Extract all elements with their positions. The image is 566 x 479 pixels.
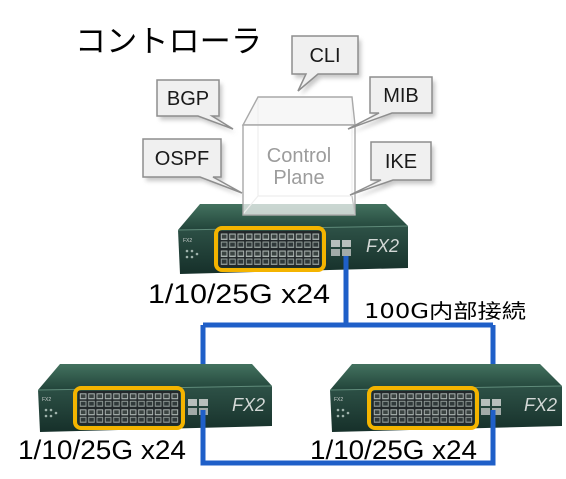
link-stubs (200, 256, 496, 434)
switch-model: FX2 (232, 395, 265, 415)
port-highlight (367, 386, 479, 430)
controller-title: コントローラ (75, 24, 262, 60)
switch-top-surface (330, 364, 562, 390)
callout-cli: CLI (291, 35, 361, 95)
callout-mib: MIB (347, 76, 435, 133)
port-highlight (214, 226, 326, 272)
switch-bottom-left: FX2 FX2 (37, 364, 273, 432)
port-grid (373, 392, 473, 424)
callout-cli-label: CLI (309, 45, 340, 67)
status-leds (336, 408, 350, 418)
control-plane-label-line1: Control (267, 145, 331, 167)
callout-bgp-label: BGP (167, 88, 209, 110)
control-plane-label-line2: Plane (273, 167, 324, 189)
switch-model-small: FX2 (334, 397, 343, 403)
uplink-ports (481, 399, 501, 415)
switch-model-small: FX2 (42, 397, 51, 403)
port-grid (220, 232, 320, 266)
switch-bottom-right: FX2 FX2 (329, 364, 563, 432)
switch-top: FX2 FX2 (177, 204, 409, 274)
port-label-bottom-right: 1/10/25G x24 (310, 435, 477, 465)
callout-ike-label: IKE (385, 151, 417, 173)
switch-top-surface (38, 364, 272, 390)
internal-link-label: 100G内部接続 (364, 299, 526, 323)
callout-bgp: BGP (156, 79, 236, 133)
port-grid (79, 392, 179, 424)
port-highlight (73, 386, 185, 430)
callout-ospf: OSPF (142, 138, 245, 197)
port-label-top: 1/10/25G x24 (148, 279, 330, 309)
uplink-ports (331, 240, 351, 256)
callout-ike: IKE (349, 141, 434, 199)
status-leds (44, 408, 58, 418)
switch-model: FX2 (524, 395, 557, 415)
status-leds (185, 249, 199, 259)
port-label-bottom-left: 1/10/25G x24 (18, 435, 186, 465)
callout-ospf-label: OSPF (155, 148, 209, 170)
switch-model-small: FX2 (183, 238, 192, 244)
callout-mib-label: MIB (383, 85, 419, 107)
control-plane-box: Control Plane (241, 96, 356, 216)
switch-model: FX2 (366, 236, 399, 256)
